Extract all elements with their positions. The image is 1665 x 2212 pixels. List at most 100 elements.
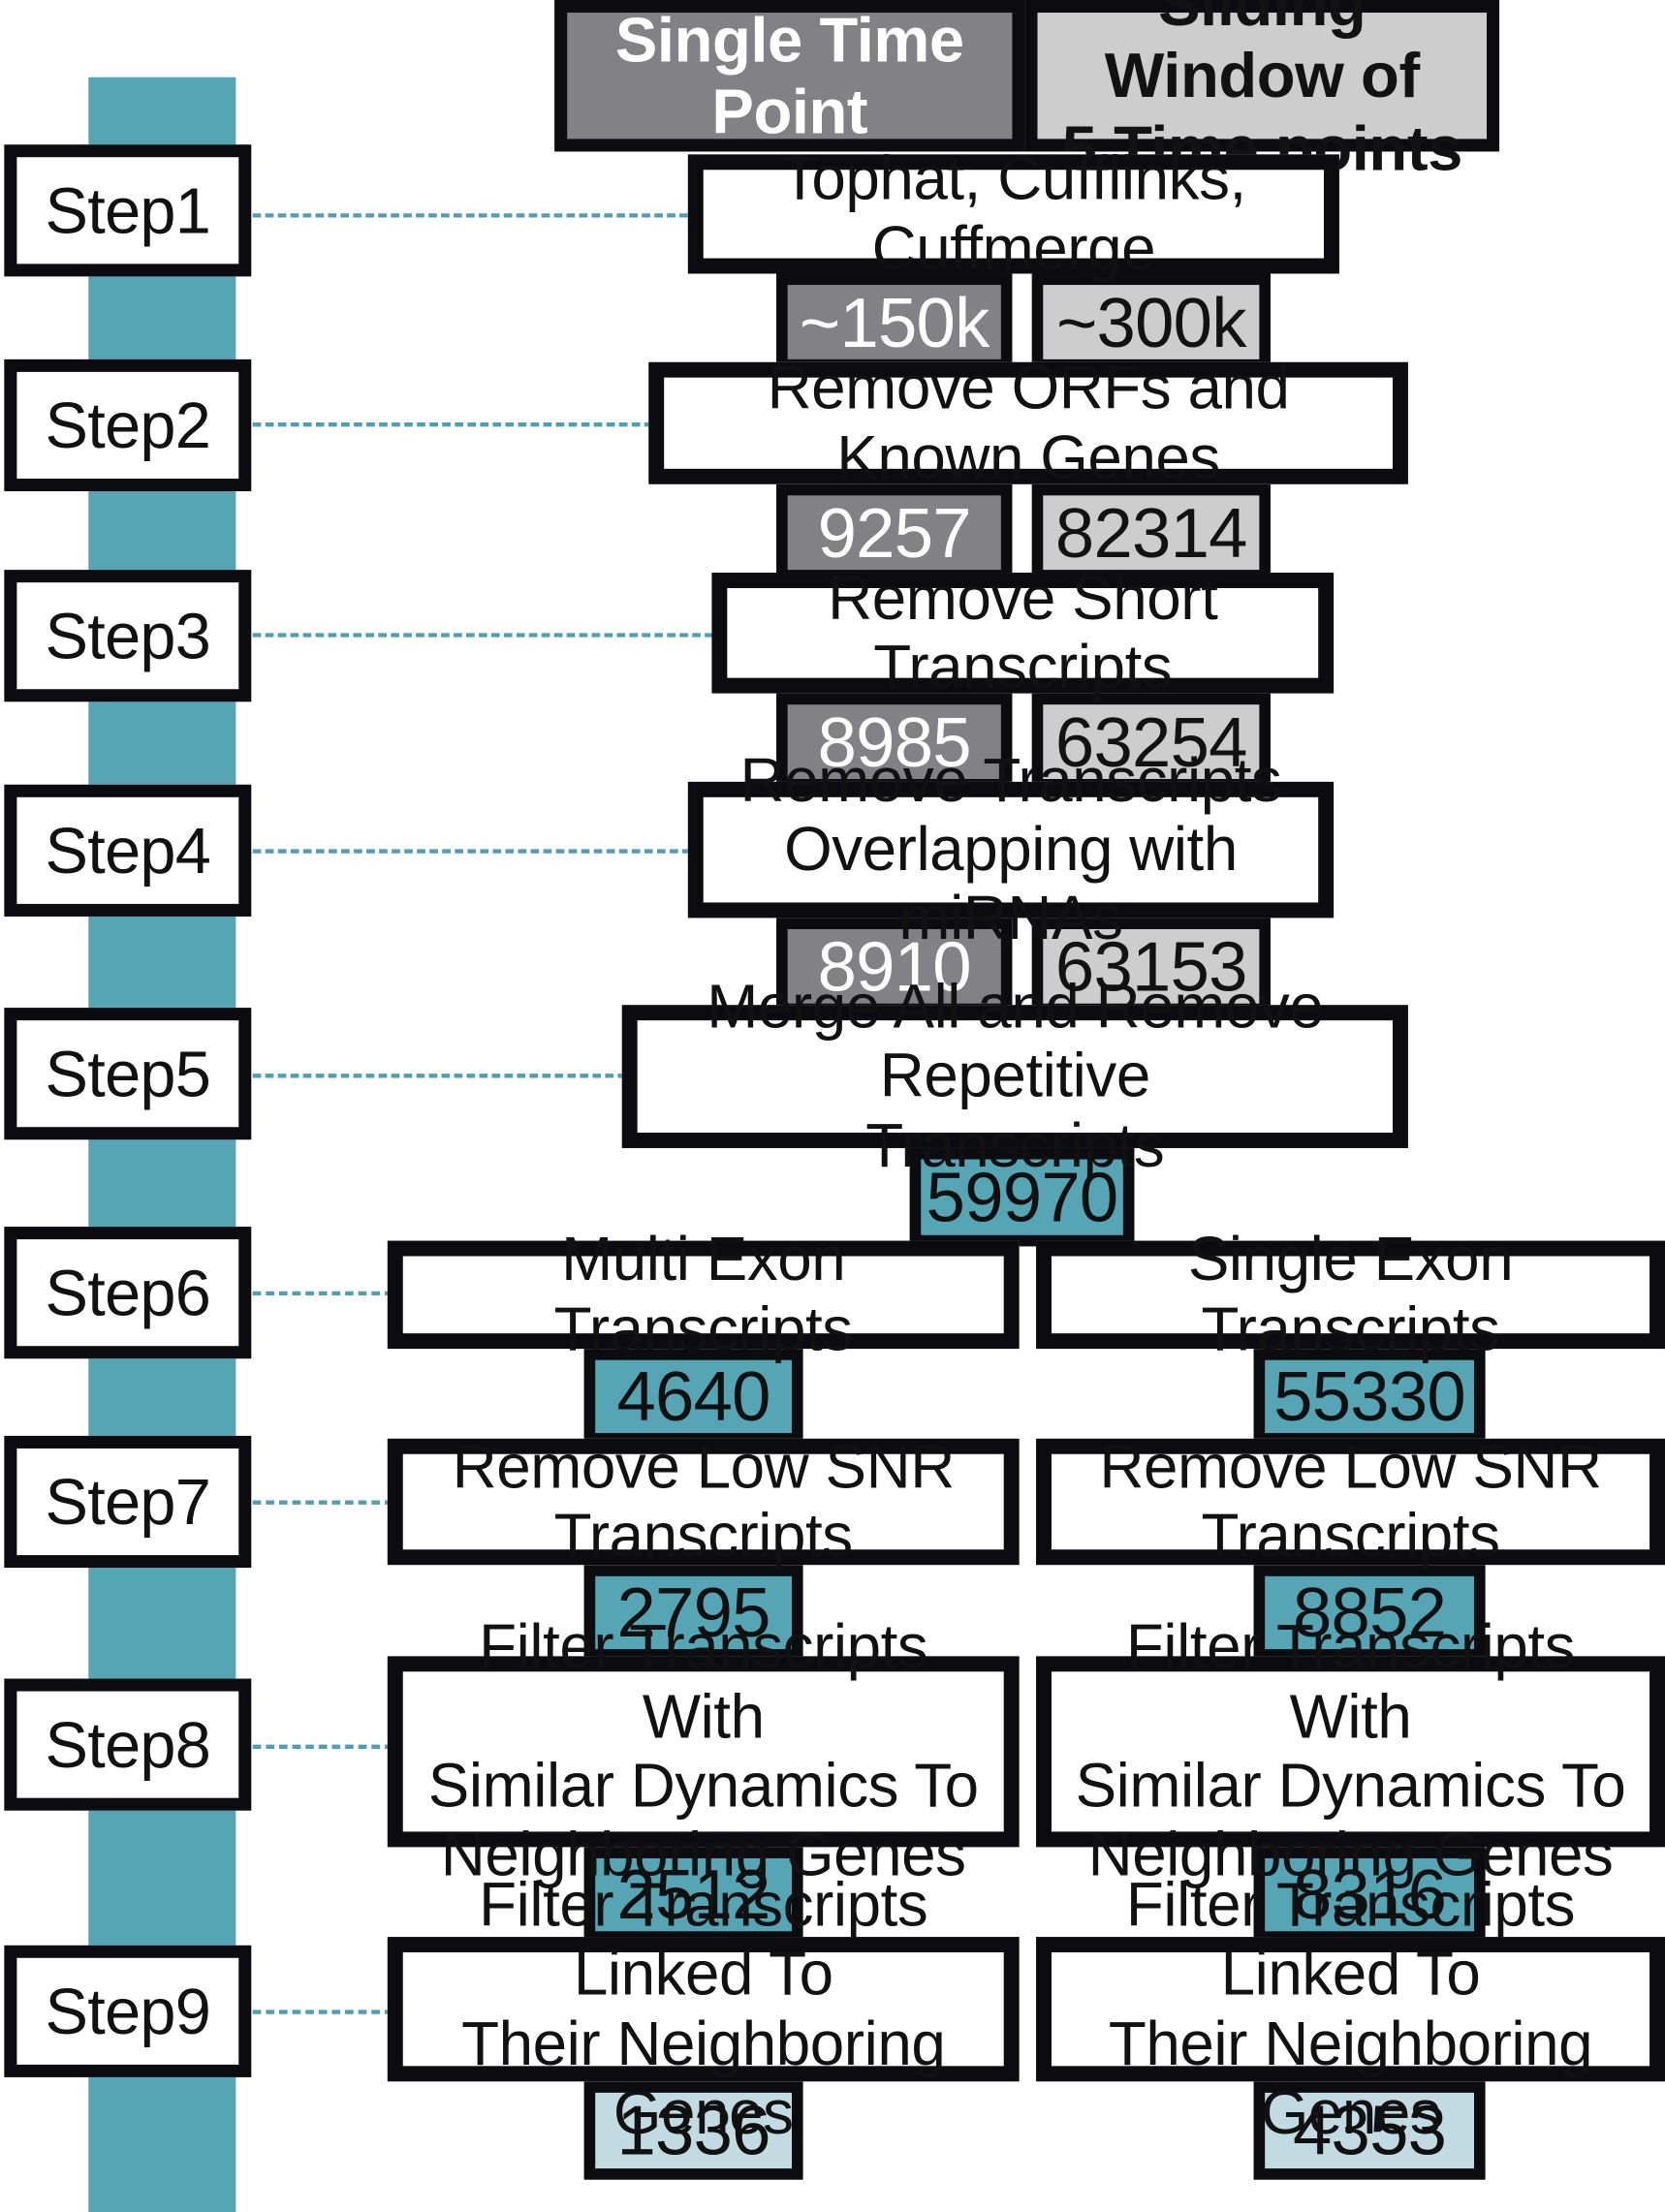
process-label-line1: Remove Low SNR (1099, 1432, 1602, 1502)
process-label-line3: Neighboring Genes (1087, 1821, 1614, 1890)
count-value: 63153 (1054, 926, 1248, 1006)
step-box-step4[interactable]: Step4 (4, 784, 252, 917)
connector-step8 (252, 1744, 393, 1749)
banner-single-time-point: Single Time Point (554, 0, 1025, 152)
step-box-step2[interactable]: Step2 (4, 358, 252, 492)
count-chip-step9-multi-exon: 1336 (583, 2081, 803, 2180)
process-label-line1: Remove Transcripts (739, 746, 1282, 816)
process-label-line1: Filter Transcripts With (479, 1613, 928, 1752)
count-value: 63254 (1054, 702, 1248, 782)
process-label-line2: Similar Dynamics To (1075, 1751, 1626, 1821)
process-label-line1: Merge All and Remove Repetitive (707, 973, 1324, 1111)
step-label: Step4 (45, 814, 211, 888)
process-label-line3: Neighboring Genes (440, 1821, 966, 1890)
step-label: Step5 (45, 1037, 211, 1110)
process-box-step1[interactable]: Tophat, Cufflinks, Cuffmerge (687, 145, 1339, 283)
connector-step6 (252, 1291, 393, 1296)
count-value: 8852 (1292, 1573, 1447, 1653)
process-box-step4[interactable]: Remove Transcripts Overlapping with miRN… (687, 746, 1335, 953)
count-chip-step1-single: ~150k (776, 273, 1013, 371)
step-box-step5[interactable]: Step5 (4, 1008, 252, 1140)
connector-step4 (252, 849, 716, 854)
connector-step1 (252, 213, 688, 218)
process-label-line2: Their Neighboring Genes (1108, 2009, 1593, 2148)
step-box-step3[interactable]: Step3 (4, 570, 252, 702)
count-value: 4640 (616, 1356, 770, 1436)
process-box-step8-multi-exon[interactable]: Filter Transcripts With Similar Dynamics… (387, 1613, 1020, 1889)
count-chip-step6-single-exon: 55330 (1253, 1349, 1486, 1445)
process-box-step3[interactable]: Remove Short Transcripts (711, 564, 1335, 701)
count-chip-step4-sliding: 63153 (1031, 918, 1271, 1015)
process-box-step9-single-exon[interactable]: Filter Transcripts Linked To Their Neigh… (1036, 1871, 1665, 2147)
step-label: Step7 (45, 1465, 211, 1539)
count-value: ~150k (799, 282, 990, 362)
count-chip-step9-single-exon: 4353 (1253, 2081, 1486, 2180)
step-box-step1[interactable]: Step1 (4, 144, 252, 277)
count-value: 2512 (616, 1855, 770, 1935)
process-label: Filter Transcripts With Similar Dynamics… (1052, 1613, 1649, 1889)
process-label: Remove Low SNR Transcripts (438, 1433, 968, 1572)
step-label: Step9 (45, 1975, 211, 2048)
connector-step7 (252, 1500, 393, 1505)
process-label: Remove Short Transcripts (828, 563, 1218, 702)
connector-step5 (252, 1074, 627, 1078)
process-box-step6-single-exon[interactable]: Single Exon Transcripts (1036, 1226, 1665, 1363)
process-box-step8-single-exon[interactable]: Filter Transcripts With Similar Dynamics… (1036, 1613, 1665, 1889)
count-chip-step7-multi-exon: 2795 (583, 1565, 803, 1661)
process-label-line1: Filter Transcripts With (1125, 1613, 1576, 1752)
step-box-step6[interactable]: Step6 (4, 1227, 252, 1359)
process-label: Remove Transcripts Overlapping with miRN… (704, 746, 1318, 953)
process-label: Tophat, Cufflinks, Cuffmerge (780, 144, 1246, 283)
process-box-step7-multi-exon[interactable]: Remove Low SNR Transcripts (387, 1433, 1020, 1571)
process-label: Remove ORFs and Known Genes (767, 354, 1290, 492)
process-label-line2: Transcripts (1201, 1502, 1500, 1571)
process-label: Filter Transcripts With Similar Dynamics… (403, 1613, 1004, 1889)
connector-step9 (252, 2009, 393, 2014)
step-label: Step2 (45, 389, 211, 462)
process-label-line1: Remove Low SNR (452, 1432, 956, 1502)
count-value: 8985 (817, 702, 972, 782)
count-value: 59970 (926, 1158, 1119, 1237)
count-value: 9257 (817, 493, 972, 573)
process-box-step2[interactable]: Remove ORFs and Known Genes (648, 354, 1408, 492)
count-value: 1336 (616, 2091, 770, 2170)
process-box-step7-single-exon[interactable]: Remove Low SNR Transcripts (1036, 1433, 1665, 1571)
step-box-step9[interactable]: Step9 (4, 1945, 252, 2077)
process-label: Filter Transcripts Linked To Their Neigh… (1052, 1871, 1649, 2147)
process-label: Remove Low SNR Transcripts (1085, 1433, 1616, 1572)
step-label: Step8 (45, 1707, 211, 1782)
count-value: 2795 (616, 1573, 770, 1653)
step-box-step8[interactable]: Step8 (4, 1678, 252, 1811)
process-label-line2: Similar Dynamics To (427, 1751, 979, 1821)
process-label-line2: Transcripts (553, 1502, 854, 1571)
step-box-step7[interactable]: Step7 (4, 1435, 252, 1569)
process-label: Filter Transcripts Linked To Their Neigh… (403, 1871, 1004, 2147)
process-label-line1: Filter Transcripts Linked To (1125, 1870, 1576, 2009)
process-label-line2: Their Neighboring Genes (461, 2009, 946, 2148)
step-label: Step1 (45, 173, 211, 247)
process-box-step6-multi-exon[interactable]: Multi Exon Transcripts (387, 1226, 1020, 1363)
count-chip-step7-single-exon: 8852 (1253, 1565, 1486, 1661)
process-label-line2: Transcripts (865, 1110, 1165, 1180)
process-label-line1: Filter Transcripts Linked To (479, 1870, 928, 2009)
count-value: ~300k (1055, 282, 1246, 362)
banner-label-line1: Sliding Window of (1104, 0, 1420, 111)
connector-step3 (252, 633, 713, 638)
process-label-line2: Overlapping with miRNAs (784, 815, 1238, 953)
step-label: Step6 (45, 1256, 211, 1329)
process-label: Merge All and Remove Repetitive Transcri… (638, 973, 1393, 1180)
count-chip-step5-merged: 59970 (909, 1147, 1135, 1247)
count-value: 55330 (1273, 1356, 1466, 1436)
count-value: 8910 (817, 926, 972, 1006)
count-chip-step8-single-exon: 8316 (1253, 1847, 1486, 1943)
connector-step2 (252, 422, 653, 427)
count-value: 8316 (1292, 1855, 1447, 1935)
banner-label: Single Time Point (614, 3, 964, 148)
process-box-step9-multi-exon[interactable]: Filter Transcripts Linked To Their Neigh… (387, 1871, 1020, 2147)
count-value: 82314 (1054, 493, 1248, 573)
process-box-step5[interactable]: Merge All and Remove Repetitive Transcri… (621, 973, 1408, 1180)
banner-sliding-window: Sliding Window of 5 Time points (1024, 0, 1500, 183)
process-label: Single Exon Transcripts (1187, 1225, 1514, 1364)
process-label: Multi Exon Transcripts (553, 1225, 854, 1364)
